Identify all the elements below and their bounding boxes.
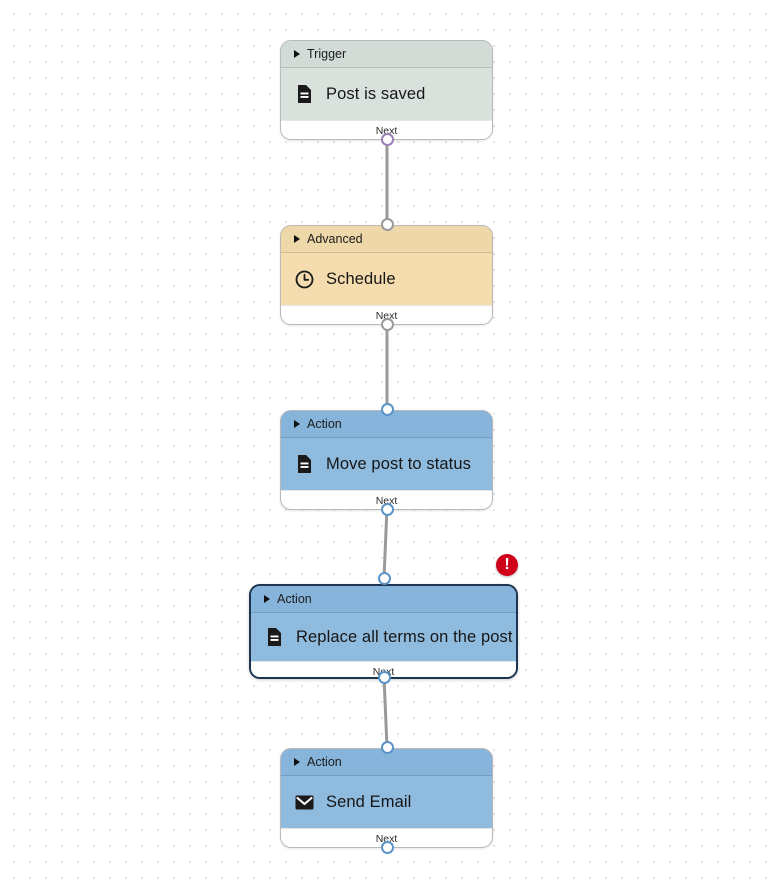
node-title: Move post to status [326, 454, 471, 473]
node-footer-next[interactable]: Next [281, 305, 492, 324]
document-icon [264, 626, 284, 648]
node-body-trigger[interactable]: Post is saved [281, 68, 492, 120]
output-port-trigger[interactable] [381, 133, 394, 146]
next-label: Next [375, 124, 398, 137]
node-body-advanced[interactable]: Schedule [281, 253, 492, 305]
node-title: Replace all terms on the post [296, 627, 513, 646]
workflow-node-action-move-post[interactable]: Action Move post to status Next [280, 410, 493, 510]
workflow-node-trigger[interactable]: Trigger Post is saved Next [280, 40, 493, 140]
chevron-right-icon[interactable] [264, 595, 270, 603]
next-label: Next [375, 309, 398, 322]
node-header-action[interactable]: Action [251, 586, 516, 613]
chevron-right-icon[interactable] [294, 50, 300, 58]
node-kind-label: Advanced [307, 232, 363, 246]
node-footer-next[interactable]: Next [281, 120, 492, 139]
connector-action-replace-to-send-email [382, 676, 389, 748]
workflow-node-action-send-email[interactable]: Action Send Email Next [280, 748, 493, 848]
document-icon [294, 453, 314, 475]
node-header-action[interactable]: Action [281, 411, 492, 438]
envelope-icon [294, 791, 314, 813]
input-port-action-move-post[interactable] [381, 403, 394, 416]
node-body-action[interactable]: Send Email [281, 776, 492, 828]
node-title: Send Email [326, 792, 412, 811]
chevron-right-icon[interactable] [294, 758, 300, 766]
chevron-right-icon[interactable] [294, 235, 300, 243]
node-body-action[interactable]: Replace all terms on the post [251, 613, 516, 661]
output-port-action-move-post[interactable] [381, 503, 394, 516]
next-label: Next [375, 832, 398, 845]
input-port-advanced[interactable] [381, 218, 394, 231]
workflow-node-advanced[interactable]: Advanced Schedule Next [280, 225, 493, 325]
node-title: Schedule [326, 269, 396, 288]
input-port-action-send-email[interactable] [381, 741, 394, 754]
clock-icon [294, 268, 314, 290]
node-header-trigger[interactable]: Trigger [281, 41, 492, 68]
output-port-action-send-email[interactable] [381, 841, 394, 854]
node-title: Post is saved [326, 84, 426, 103]
node-kind-label: Action [277, 592, 312, 606]
node-kind-label: Action [307, 755, 342, 769]
document-icon [294, 83, 314, 105]
input-port-action-replace-terms[interactable] [378, 572, 391, 585]
node-kind-label: Action [307, 417, 342, 431]
next-label: Next [375, 494, 398, 507]
error-badge[interactable]: ! [496, 554, 518, 576]
node-body-action[interactable]: Move post to status [281, 438, 492, 490]
node-footer-next[interactable]: Next [281, 490, 492, 509]
node-kind-label: Trigger [307, 47, 347, 61]
output-port-action-replace-terms[interactable] [378, 671, 391, 684]
output-port-advanced[interactable] [381, 318, 394, 331]
workflow-node-action-replace-terms[interactable]: Action Replace all terms on the post Nex… [249, 584, 518, 679]
chevron-right-icon[interactable] [294, 420, 300, 428]
node-footer-next[interactable]: Next [281, 828, 492, 847]
connector-action-move-to-action-replace [382, 507, 389, 579]
error-badge-symbol: ! [504, 555, 510, 573]
